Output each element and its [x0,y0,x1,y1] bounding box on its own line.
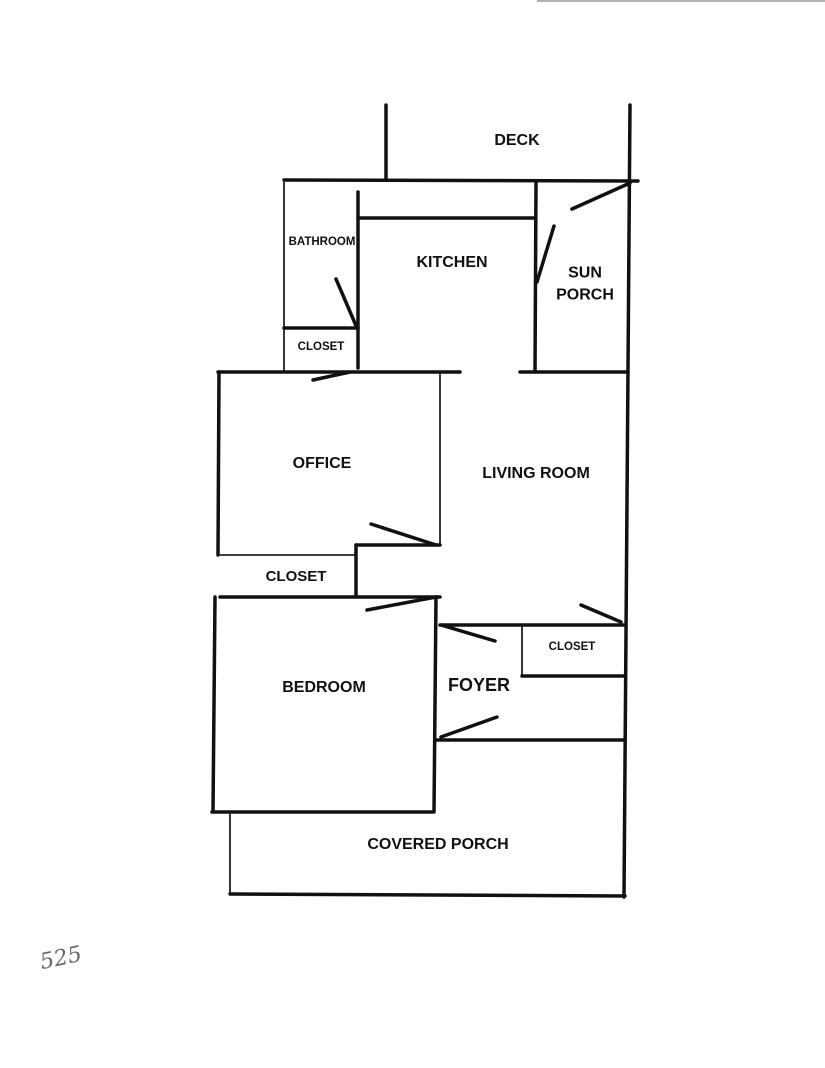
room-label-living-room: LIVING ROOM [482,465,590,483]
doors [311,181,632,739]
sun-porch-line2: PORCH [556,286,614,303]
room-label-sun-porch: SUN PORCH [556,262,614,305]
room-label-bedroom: BEDROOM [282,679,366,697]
sun-porch-line1: SUN [568,264,602,282]
room-label-deck: DECK [494,132,540,150]
walls [210,103,640,899]
room-label-closet-foyer: CLOSET [548,641,596,654]
room-label-kitchen: KITCHEN [416,254,488,272]
room-label-office: OFFICE [292,455,352,473]
room-label-covered-porch: COVERED PORCH [367,836,509,854]
room-label-foyer: FOYER [447,674,511,695]
room-label-bathroom: BATHROOM [288,236,356,249]
room-label-closet-office: CLOSET [265,567,327,585]
room-label-closet-bath: CLOSET [297,341,345,354]
